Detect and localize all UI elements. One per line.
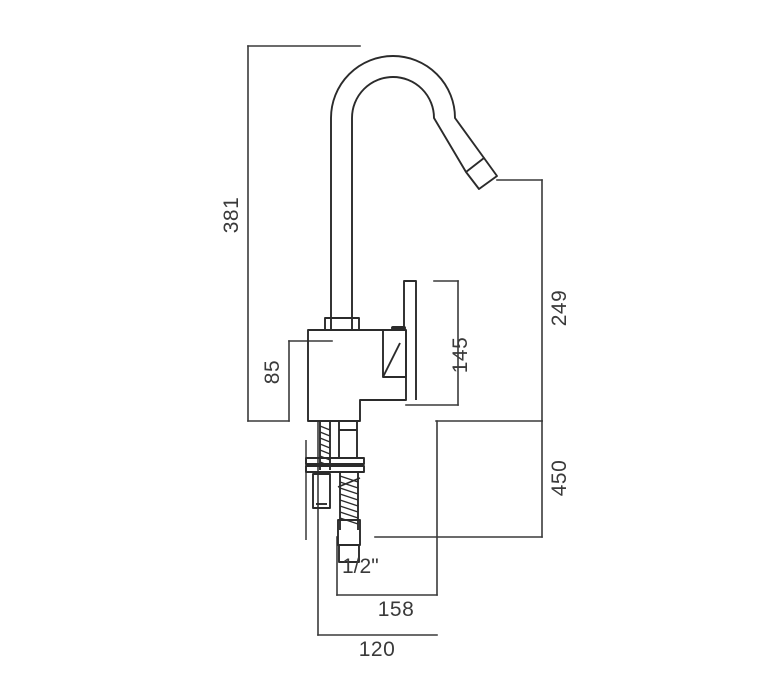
- faucet-body-block: [307, 329, 407, 422]
- stud-thread-hatching: [319, 425, 331, 467]
- handle-seat-diagonal: [382, 342, 401, 378]
- mounting-plate-lower: [305, 465, 365, 473]
- hose-lower-connector: [337, 519, 361, 546]
- dim-label-158: 158: [378, 598, 415, 621]
- faucet-outline-group: [305, 55, 498, 563]
- fixing-nut: [312, 473, 331, 509]
- dimension-lines-group: [247, 45, 543, 636]
- dim-label-85: 85: [261, 360, 284, 384]
- dim-label-450: 450: [548, 460, 571, 497]
- dim-label-145: 145: [449, 337, 472, 374]
- half-inch-thread-fitting: [338, 544, 360, 563]
- hose-braid-hatching: [339, 475, 359, 525]
- dim-label-120: 120: [359, 638, 396, 661]
- dim-label-381: 381: [220, 197, 243, 234]
- spout-aerator-tip: [465, 157, 498, 190]
- spout-inner-curve: [351, 76, 467, 330]
- spout-outer-curve: [330, 55, 485, 330]
- hose-upper-coupling: [338, 420, 358, 459]
- dim-label-249: 249: [548, 290, 571, 327]
- hose-braid-leader: [337, 477, 361, 488]
- dim-label-half-inch: 1/2": [342, 555, 379, 578]
- lever-handle: [403, 280, 417, 400]
